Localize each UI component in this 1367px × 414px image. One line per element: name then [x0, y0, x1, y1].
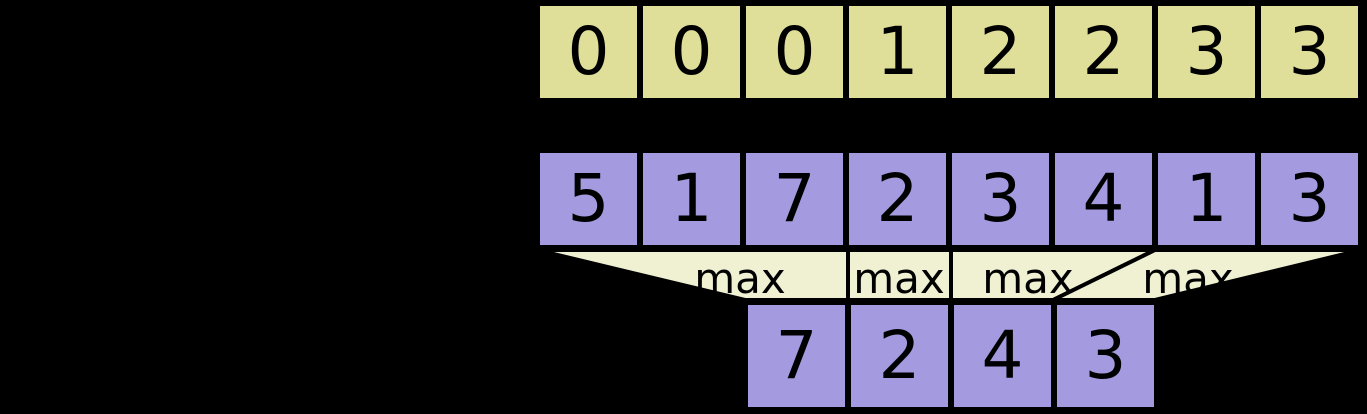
input-cell: 7 — [743, 150, 846, 248]
output-cell: 2 — [848, 302, 951, 410]
max-operation-label: max — [1142, 254, 1234, 303]
max-operation-label: max — [694, 254, 786, 303]
max-operation-label: max — [982, 254, 1074, 303]
output-cell: 7 — [745, 302, 848, 410]
index-cell: 0 — [743, 3, 846, 101]
input-cell: 3 — [949, 150, 1052, 248]
index-cell: 3 — [1155, 3, 1258, 101]
output-cell: 3 — [1054, 302, 1157, 410]
input-cell: 1 — [1155, 150, 1258, 248]
input-cell: 3 — [1258, 150, 1361, 248]
pool-index-row: 0 0 0 1 2 2 3 3 — [537, 3, 1361, 101]
input-cell: 2 — [846, 150, 949, 248]
max-operation-label: max — [853, 254, 945, 303]
pooled-output-row: 7 2 4 3 — [745, 302, 1157, 410]
index-cell: 2 — [1052, 3, 1155, 101]
index-cell: 3 — [1258, 3, 1361, 101]
index-cell: 0 — [537, 3, 640, 101]
index-cell: 2 — [949, 3, 1052, 101]
output-cell: 4 — [951, 302, 1054, 410]
input-cell: 4 — [1052, 150, 1155, 248]
input-cell: 1 — [640, 150, 743, 248]
input-cell: 5 — [537, 150, 640, 248]
index-cell: 1 — [846, 3, 949, 101]
index-cell: 0 — [640, 3, 743, 101]
input-values-row: 5 1 7 2 3 4 1 3 — [537, 150, 1361, 248]
